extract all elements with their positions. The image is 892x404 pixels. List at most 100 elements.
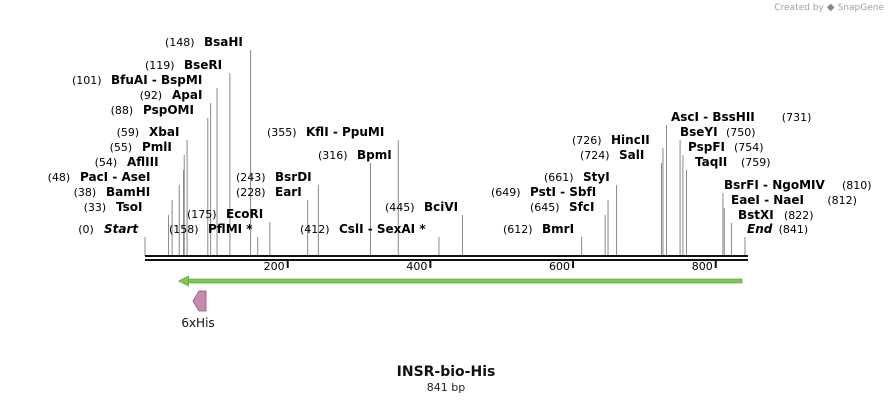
- site-position: (812): [827, 194, 857, 207]
- site-1[interactable]: TsoI(33): [84, 200, 170, 256]
- site-31[interactable]: EaeI - NaeI (812): [723, 193, 857, 256]
- site-name: StyI: [583, 170, 610, 184]
- site-position: (148): [165, 36, 195, 49]
- site-position: (731): [782, 111, 812, 124]
- site-name: PacI - AseI: [80, 170, 151, 184]
- site-name: BpmI: [357, 148, 392, 162]
- dna-backbone: 200 400 600 800: [145, 255, 748, 273]
- ruler-tick-label: 200: [264, 260, 285, 273]
- site-name: End: [747, 222, 773, 236]
- site-position: (33): [84, 201, 107, 214]
- site-name: BamHI: [106, 185, 150, 199]
- site-33[interactable]: End (841): [744, 222, 809, 256]
- site-name: BstXI: [738, 208, 774, 222]
- site-26[interactable]: AscI - BssHII (731): [666, 110, 812, 256]
- credit: Created by ◆ SnapGene: [774, 2, 884, 13]
- site-position: (445): [385, 201, 415, 214]
- ruler-tick-label: 400: [406, 260, 427, 273]
- site-position: (55): [110, 141, 133, 154]
- site-name: BsrDI: [275, 170, 312, 184]
- site-name: TaqII: [695, 155, 727, 169]
- site-position: (88): [111, 104, 134, 117]
- site-30[interactable]: BsrFI - NgoMIV (810): [722, 178, 872, 256]
- site-name: SfcI: [569, 200, 594, 214]
- site-2[interactable]: BamHI (38): [74, 185, 173, 256]
- site-name: XbaI: [149, 125, 179, 139]
- site-name: BsrFI - NgoMIV: [724, 178, 825, 192]
- site-11[interactable]: BsaHI(148): [165, 35, 252, 256]
- site-6[interactable]: XbaI (59): [117, 125, 188, 256]
- site-position: (119): [145, 59, 175, 72]
- site-position: (754): [734, 141, 764, 154]
- site-14[interactable]: EarI (228): [236, 185, 309, 256]
- site-position: (316): [318, 149, 348, 162]
- site-position: (750): [726, 126, 756, 139]
- site-name: EarI: [275, 185, 302, 199]
- site-7[interactable]: PspOMI (88): [111, 103, 209, 256]
- site-position: (841): [779, 223, 809, 236]
- site-position: (649): [491, 186, 521, 199]
- site-20[interactable]: BmrI(612): [503, 222, 583, 256]
- site-position: (661): [544, 171, 574, 184]
- site-4[interactable]: AflIII (54): [95, 155, 185, 256]
- site-25[interactable]: HincII (726): [572, 133, 664, 256]
- site-32[interactable]: BstXI(822): [730, 208, 814, 256]
- site-position: (228): [236, 186, 266, 199]
- ruler-tick-label: 800: [692, 260, 713, 273]
- site-19[interactable]: BciVI(445): [385, 200, 463, 256]
- ruler-tick-label: 600: [549, 260, 570, 273]
- site-position: (645): [530, 201, 560, 214]
- site-21[interactable]: SfcI (645): [530, 200, 606, 256]
- site-name: HincII: [611, 133, 650, 147]
- site-24[interactable]: SalI(724): [580, 148, 663, 256]
- credit-text: Created by: [774, 2, 824, 13]
- site-10[interactable]: BseRI (119): [145, 58, 231, 256]
- site-8[interactable]: ApaI(92): [140, 88, 212, 256]
- site-17[interactable]: KflI - PpuMI(355): [267, 125, 399, 256]
- site-29[interactable]: TaqII(759): [685, 155, 771, 256]
- site-position: (54): [95, 156, 118, 169]
- site-position: (175): [187, 208, 217, 221]
- site-position: (101): [72, 74, 102, 87]
- site-name: BfuAI - BspMI: [111, 73, 202, 87]
- site-9[interactable]: BfuAI - BspMI (101): [72, 73, 218, 256]
- site-name: Start: [104, 222, 139, 236]
- site-position: (355): [267, 126, 297, 139]
- site-18[interactable]: CslI - SexAI *(412): [300, 222, 440, 256]
- snapgene-logo-icon: ◆: [826, 2, 835, 13]
- site-position: (0): [78, 223, 94, 236]
- site-position: (38): [74, 186, 97, 199]
- site-position: (92): [140, 89, 163, 102]
- site-position: (59): [117, 126, 140, 139]
- site-5[interactable]: PmlI (55): [110, 140, 185, 256]
- site-name: BseRI: [184, 58, 222, 72]
- feature-6xhis[interactable]: 6xHis: [181, 290, 215, 330]
- site-12[interactable]: PflMI * (158): [169, 222, 259, 256]
- site-position: (810): [842, 179, 872, 192]
- site-position: (158): [169, 223, 199, 236]
- site-16[interactable]: BpmI (316): [318, 148, 392, 256]
- site-22[interactable]: PstI - SbfI(649): [491, 185, 609, 256]
- site-name: EcoRI: [226, 207, 263, 221]
- site-name: AflIII: [127, 155, 159, 169]
- site-name: BmrI: [542, 222, 574, 236]
- credit-brand: SnapGene: [837, 2, 884, 13]
- site-position: (726): [572, 134, 602, 147]
- site-position: (243): [236, 171, 266, 184]
- site-position: (412): [300, 223, 330, 236]
- site-name: PflMI *: [208, 222, 253, 236]
- feature-arrow[interactable]: [177, 275, 743, 287]
- site-3[interactable]: PacI - AseI(48): [48, 170, 180, 256]
- site-23[interactable]: StyI (661): [544, 170, 618, 256]
- site-name: AscI - BssHII: [671, 110, 755, 124]
- site-name: PspFI: [688, 140, 725, 154]
- site-28[interactable]: PspFI (754): [682, 140, 764, 256]
- site-name: PspOMI: [143, 103, 194, 117]
- site-13[interactable]: EcoRI (175): [187, 207, 271, 256]
- site-name: EaeI - NaeI: [731, 193, 804, 207]
- site-0[interactable]: Start (0): [78, 222, 146, 256]
- site-15[interactable]: BsrDI (243): [236, 170, 319, 256]
- site-name: PmlI: [142, 140, 172, 154]
- site-27[interactable]: BseYI(750): [679, 125, 756, 256]
- site-name: SalI: [619, 148, 644, 162]
